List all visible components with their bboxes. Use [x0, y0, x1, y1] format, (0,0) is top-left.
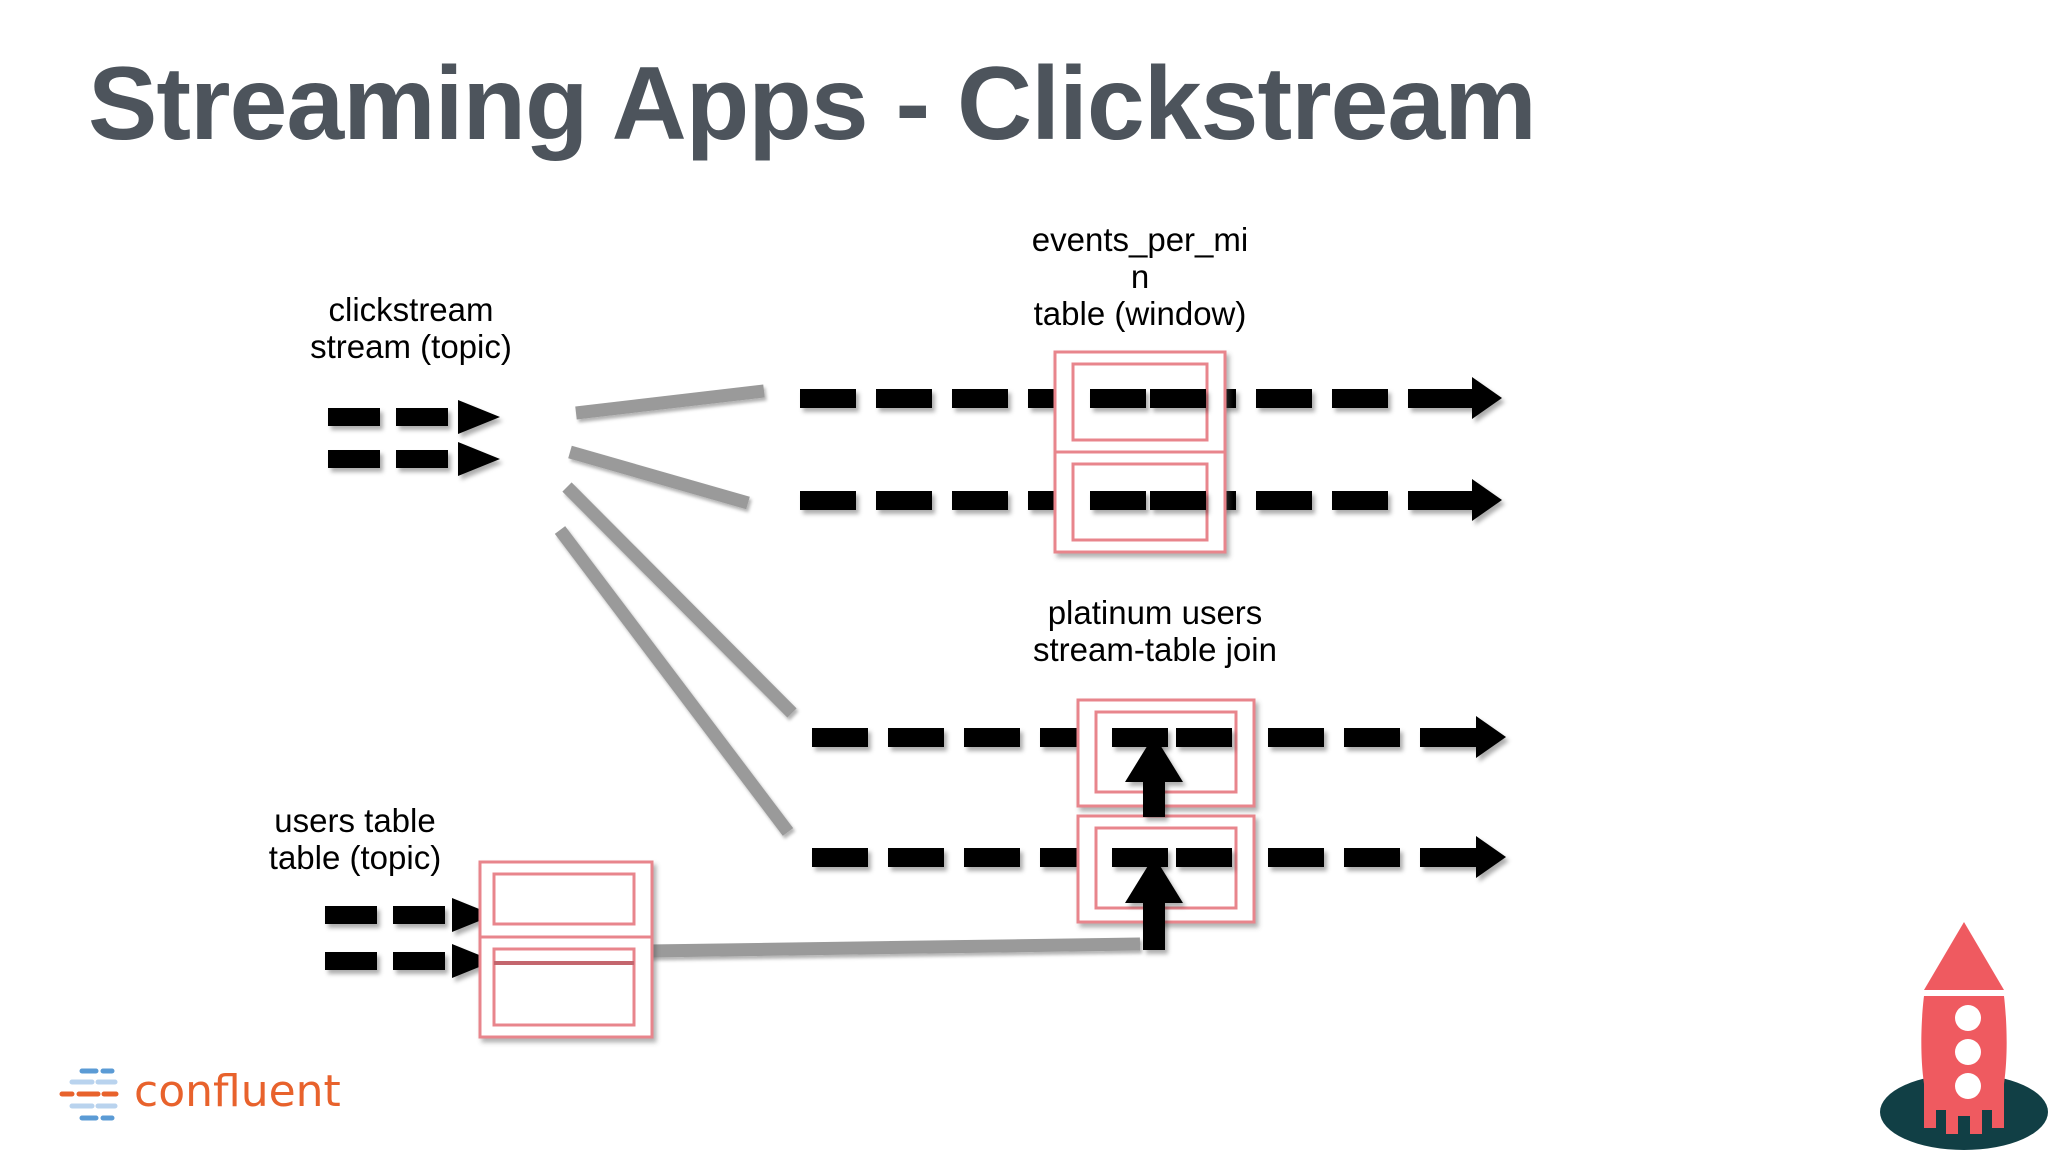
label-users-table: users table table (topic)	[220, 802, 490, 877]
connector-line-4	[554, 526, 794, 836]
label-events-per-min: events_per_mi n table (window)	[1005, 221, 1275, 333]
rocket-porthole-2-icon	[1955, 1039, 1981, 1065]
join-arrow-up-1	[1125, 735, 1183, 817]
label-users-table-line2: table (topic)	[268, 838, 442, 876]
connector-line-1	[575, 384, 765, 420]
confluent-logo-wordmark: confluent	[134, 1066, 341, 1117]
label-events-per-min-line2: n	[1130, 257, 1150, 295]
page-title: Streaming Apps - Clickstream	[88, 46, 1537, 162]
stream-arrow-clickstream-1	[328, 400, 500, 434]
join-arrow-up-2	[1125, 856, 1183, 950]
label-platinum-users-line1: platinum users	[1047, 594, 1263, 631]
connector-group	[554, 384, 1141, 958]
label-clickstream: clickstream stream (topic)	[266, 291, 556, 366]
connector-line-users	[647, 937, 1141, 958]
label-events-per-min-line3: table (window)	[1033, 294, 1247, 332]
table-events-per-min[interactable]	[1053, 350, 1227, 554]
table-platinum-users[interactable]	[1076, 698, 1256, 924]
label-platinum-users-line2: stream-table join	[1033, 630, 1277, 668]
confluent-logo-mark-icon	[59, 1068, 119, 1121]
label-users-table-line1: users table	[274, 802, 436, 839]
rocket-body-icon	[1921, 996, 2007, 1134]
rocket-illustration	[1878, 912, 2048, 1152]
dash-overlay-events	[1090, 389, 1206, 510]
rocket-porthole-3-icon	[1955, 1073, 1981, 1099]
table-users[interactable]	[478, 860, 654, 1039]
label-platinum-users: platinum users stream-table join	[1010, 594, 1300, 669]
connector-line-2	[568, 445, 750, 510]
connector-line-3	[562, 482, 797, 718]
confluent-logo: confluent	[58, 1062, 341, 1128]
stream-arrow-users-1	[325, 898, 494, 932]
rocket-porthole-1-icon	[1955, 1005, 1981, 1031]
stream-arrow-clickstream-2	[328, 442, 500, 476]
label-clickstream-line1: clickstream	[328, 291, 494, 328]
label-clickstream-line2: stream (topic)	[310, 327, 512, 365]
label-events-per-min-line1: events_per_mi	[1031, 221, 1249, 258]
stream-arrow-users-2	[325, 944, 494, 978]
rocket-nose-cone-icon	[1924, 922, 2004, 990]
